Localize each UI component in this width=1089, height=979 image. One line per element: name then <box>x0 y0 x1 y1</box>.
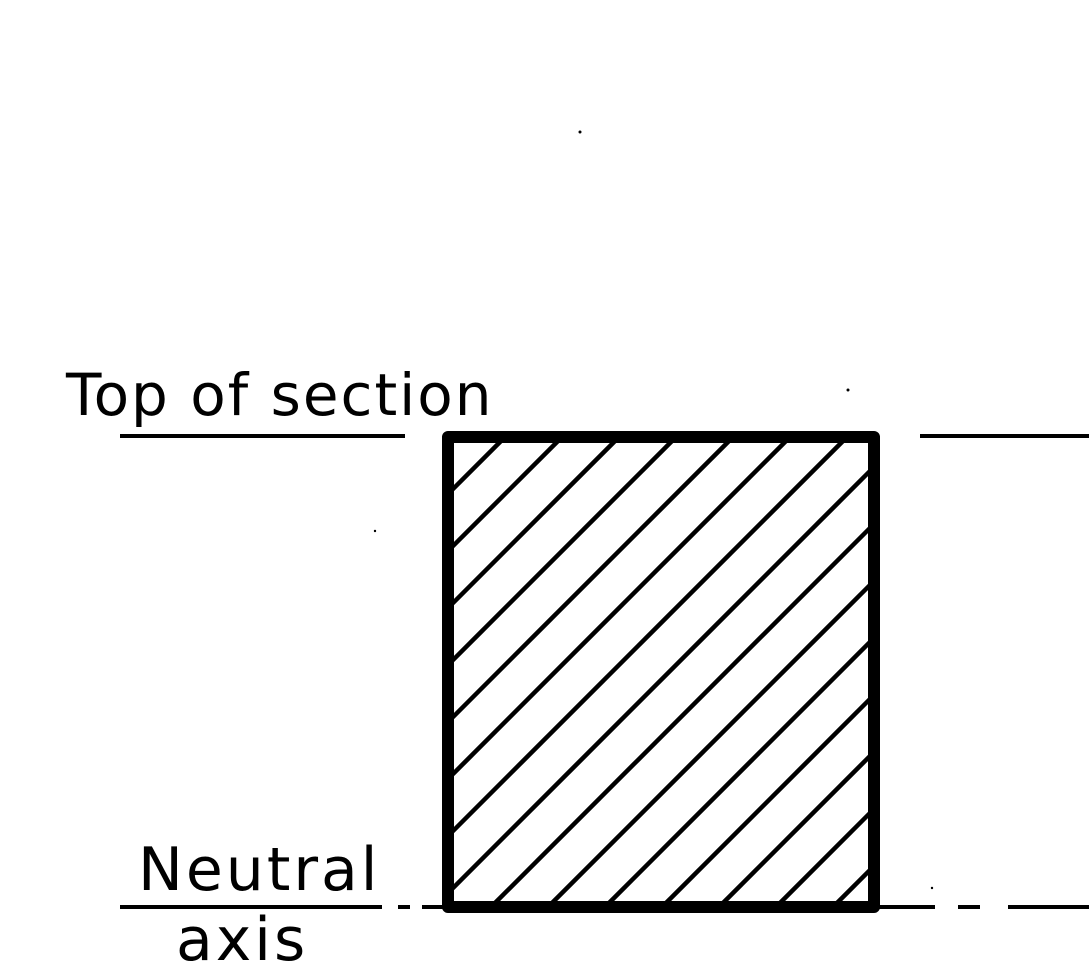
section-outline <box>442 431 880 913</box>
hatch-line <box>448 437 849 840</box>
hatch-line <box>774 805 874 907</box>
hatch-line <box>448 463 874 897</box>
hatched-section <box>442 431 1089 913</box>
hatch-line <box>448 437 678 669</box>
hatch-line <box>660 691 874 907</box>
hatch-line <box>448 437 621 612</box>
neutral-axis-label-line2: axis <box>176 905 308 975</box>
hatch-line <box>603 634 874 907</box>
top-of-section-label: Top of section <box>65 361 494 429</box>
hatch-line <box>448 437 735 726</box>
hatch-line <box>448 437 792 783</box>
hatch-line <box>890 437 1089 907</box>
scan-specks <box>373 130 934 890</box>
hatch-line <box>448 437 564 555</box>
hatch-line <box>546 577 874 907</box>
hatch-line <box>717 748 874 907</box>
neutral-axis-label-line1: Neutral <box>138 835 380 905</box>
hatch-line <box>489 520 874 907</box>
